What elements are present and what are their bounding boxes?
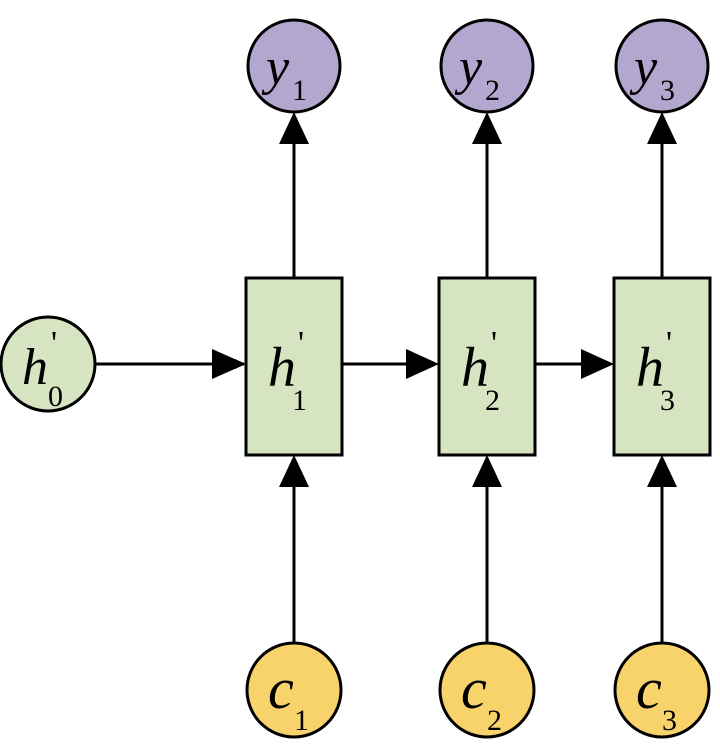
arrow-hidden-to-output-3	[647, 112, 677, 278]
hidden-rect	[612, 276, 712, 457]
input-label-base: c	[461, 656, 487, 721]
input-label-subscript: 3	[662, 704, 677, 737]
hidden-state-box-2: h' 2	[437, 276, 537, 457]
initial-state-base: h	[22, 339, 48, 396]
hidden-label-base: h	[268, 337, 296, 399]
input-label-base: c	[636, 656, 662, 721]
hidden-label-subscript: 1	[292, 384, 307, 417]
arrow-input-to-hidden-3	[647, 455, 677, 643]
arrow-input-to-hidden-1-head	[279, 455, 309, 487]
hidden-label-subscript: 2	[485, 384, 500, 417]
output-label-subscript: 1	[292, 74, 307, 107]
initial-state-circle	[0, 315, 97, 413]
hidden-state-box-1: h' 1	[244, 276, 344, 457]
output-label-base: y	[629, 39, 658, 96]
output-label-subscript: 3	[660, 74, 675, 107]
initial-state-subscript: 0	[48, 380, 63, 413]
hidden-label-base: h	[461, 337, 489, 399]
input-circle	[245, 641, 343, 739]
hidden-label-prime: '	[298, 325, 304, 362]
arrow-hidden-to-output-2-head	[472, 112, 502, 144]
output-label-base: y	[454, 39, 483, 96]
arrow-h2-to-h3-head	[581, 349, 614, 379]
hidden-rect	[244, 276, 344, 457]
initial-state-node: h ' 0	[0, 315, 97, 413]
input-label-subscript: 2	[487, 704, 502, 737]
output-circle	[246, 18, 342, 114]
arrow-hidden-to-output-1	[279, 112, 309, 278]
hidden-label-prime: '	[491, 325, 497, 362]
input-circle	[438, 641, 536, 739]
arrow-input-to-hidden-1	[279, 455, 309, 643]
output-label-subscript: 2	[485, 74, 500, 107]
input-circle	[613, 641, 711, 739]
hidden-label-base: h	[636, 337, 664, 399]
arrow-h1-to-h2	[342, 349, 439, 379]
arrow-hidden-to-output-1-head	[279, 112, 309, 144]
hidden-label-prime: '	[666, 325, 672, 362]
output-circle	[614, 18, 710, 114]
input-label-subscript: 1	[294, 704, 309, 737]
initial-state-prime: '	[51, 325, 57, 362]
output-label-base: y	[261, 39, 290, 96]
arrow-hidden-to-output-3-head	[647, 112, 677, 144]
arrow-hidden-to-output-2	[472, 112, 502, 278]
arrow-h1-to-h2-head	[406, 349, 439, 379]
arrow-h2-to-h3	[535, 349, 614, 379]
hidden-state-box-3: h' 3	[612, 276, 712, 457]
arrowhead-h0-to-h1	[212, 349, 246, 379]
arrow-input-to-hidden-3-head	[647, 455, 677, 487]
hidden-rect	[437, 276, 537, 457]
arrow-input-to-hidden-2	[472, 455, 502, 643]
hidden-label-subscript: 3	[660, 384, 675, 417]
output-circle	[439, 18, 535, 114]
arrow-input-to-hidden-2-head	[472, 455, 502, 487]
svg-text:h: h	[22, 339, 48, 396]
input-label-base: c	[268, 656, 294, 721]
